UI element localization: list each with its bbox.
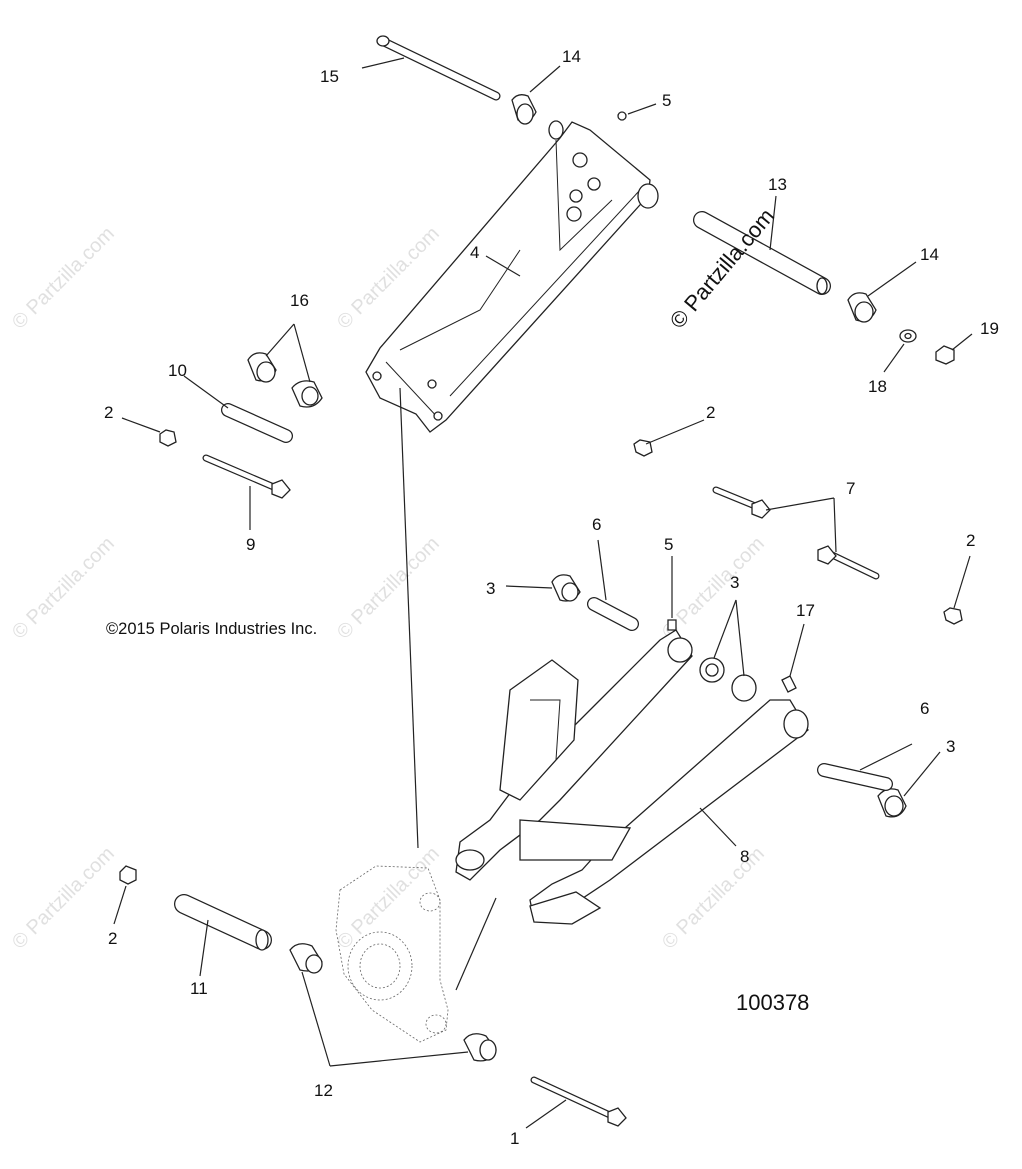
part-label: 10 <box>168 361 187 380</box>
copyright-notice: ©2015 Polaris Industries Inc. <box>106 620 318 638</box>
watermark: © Partzilla.com <box>8 223 119 334</box>
part-9-bolt <box>202 454 291 499</box>
part-17-fitting <box>781 675 797 693</box>
part-5-fitting-lower <box>667 619 677 631</box>
part-3-bushings <box>551 574 907 818</box>
part-label: 3 <box>730 573 739 592</box>
knuckle <box>335 865 449 1043</box>
part-5-fitting <box>617 111 627 121</box>
part-label: 18 <box>868 377 887 396</box>
part-label: 19 <box>980 319 999 338</box>
part-13-sleeve <box>693 211 831 295</box>
part-4-upper-arm <box>365 120 659 433</box>
part-15-pin <box>376 35 501 101</box>
part-label: 13 <box>768 175 787 194</box>
part-label: 3 <box>946 737 955 756</box>
watermark: © Partzilla.com <box>8 843 119 954</box>
part-label: 2 <box>706 403 715 422</box>
part-label: 5 <box>664 535 673 554</box>
part-label: 4 <box>470 243 479 262</box>
part-16-bushings <box>247 352 323 408</box>
part-label: 5 <box>662 91 671 110</box>
part-19-nut <box>935 345 955 365</box>
part-11-sleeve <box>174 894 272 951</box>
part-label: 12 <box>314 1081 333 1100</box>
part-label: 1 <box>510 1129 519 1148</box>
diagram-number: 100378 <box>736 990 810 1015</box>
part-12-bushings <box>289 943 497 1062</box>
part-label: 14 <box>920 245 939 264</box>
part-10-sleeve <box>221 403 293 443</box>
part-label: 8 <box>740 847 749 866</box>
part-label: 17 <box>796 601 815 620</box>
watermark: © Partzilla.com <box>333 533 444 644</box>
part-18-washer <box>899 329 917 343</box>
part-label: 2 <box>104 403 113 422</box>
part-label: 11 <box>190 979 208 998</box>
part-7-bolts <box>712 486 880 580</box>
part-label: 7 <box>846 479 855 498</box>
part-label: 14 <box>562 47 581 66</box>
part-6-sleeves <box>587 597 893 791</box>
part-14-bushing-right <box>847 292 877 323</box>
leader-lines <box>113 57 973 1129</box>
part-8-lower-arm <box>455 629 809 925</box>
assembly-lines <box>399 387 497 991</box>
part-label: 16 <box>290 291 309 310</box>
part-label: 2 <box>966 531 975 550</box>
watermark: © Partzilla.com <box>658 843 769 954</box>
watermark: © Partzilla.com <box>333 843 444 954</box>
part-label: 15 <box>320 67 339 86</box>
watermark: © Partzilla.com <box>8 533 119 644</box>
part-label: 2 <box>108 929 117 948</box>
part-label: 6 <box>920 699 929 718</box>
part-1-bolt <box>530 1076 627 1127</box>
part-labels: 15 14 5 13 4 14 19 18 16 10 2 9 2 7 2 6 … <box>104 47 999 1148</box>
part-14-bushing-top <box>511 94 537 125</box>
part-label: 6 <box>592 515 601 534</box>
part-label: 3 <box>486 579 495 598</box>
part-label: 9 <box>246 535 255 554</box>
